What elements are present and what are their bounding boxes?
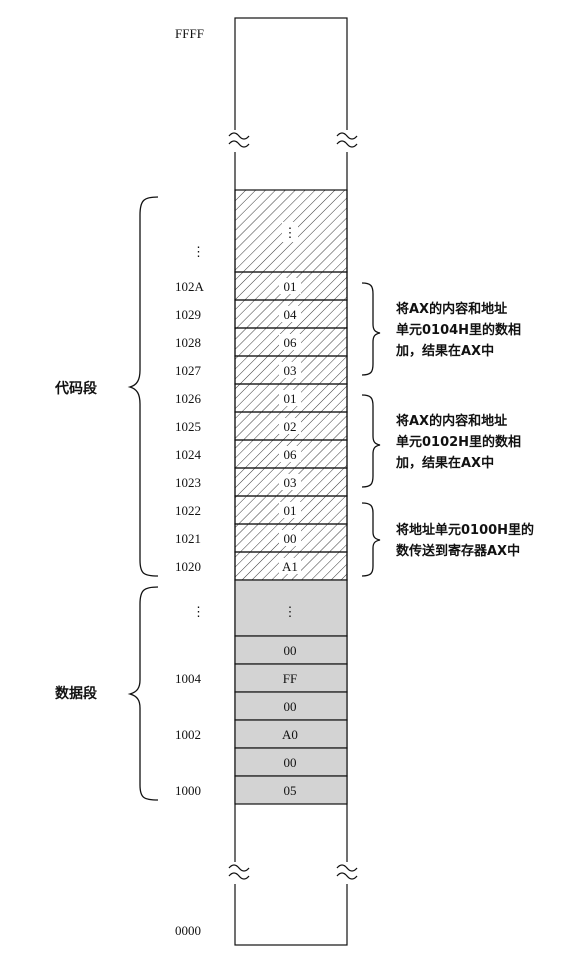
code-cell-value: 01 bbox=[284, 391, 297, 406]
data-cell bbox=[234, 719, 348, 749]
annotation-text: 加，结果在AX中 bbox=[395, 455, 494, 471]
code-cell-value: A1 bbox=[282, 559, 298, 574]
data-ellipsis-address: ⋮ bbox=[192, 604, 205, 619]
code-cell-label-bg bbox=[279, 474, 301, 490]
code-cell-value: 01 bbox=[284, 503, 297, 518]
code-cell-address: 1026 bbox=[175, 391, 202, 406]
annotation-text: 单元0104H里的数相 bbox=[396, 322, 521, 338]
code-cell-label-bg bbox=[279, 418, 301, 434]
code-cell-label-bg bbox=[279, 278, 301, 294]
data-cell-value: 00 bbox=[284, 755, 297, 770]
data-segment-brace bbox=[127, 586, 159, 801]
code-cell-value: 06 bbox=[284, 447, 298, 462]
code-segment-block: ⋮ ⋮ 01 102A 04 1029 06 1028 03 1027 01 1026 02 1025… bbox=[175, 189, 348, 581]
code-cell-address: 1022 bbox=[175, 503, 201, 518]
code-cell-address: 1024 bbox=[175, 447, 202, 462]
data-ellipsis-cell-text: ⋮ bbox=[284, 604, 297, 619]
annotation-text: 加，结果在AX中 bbox=[395, 343, 494, 359]
data-cell-address: 1000 bbox=[175, 783, 201, 798]
break-mark-bottom bbox=[222, 862, 358, 884]
code-cell-address: 1021 bbox=[175, 531, 201, 546]
code-cell-value: 02 bbox=[284, 419, 297, 434]
code-cell-address: 1027 bbox=[175, 363, 202, 378]
code-cell-label-bg bbox=[279, 390, 301, 406]
data-cell-value: A0 bbox=[282, 727, 298, 742]
code-cell-value: 04 bbox=[284, 307, 298, 322]
data-cell-value: FF bbox=[283, 671, 297, 686]
break-mark-top bbox=[222, 130, 358, 152]
code-cell-label-bg bbox=[279, 362, 301, 378]
data-cell bbox=[234, 635, 348, 665]
annotation-text: 将AX的内容和地址 bbox=[396, 301, 507, 317]
data-cell-value: 00 bbox=[284, 643, 297, 658]
annotation-brace-3 bbox=[361, 502, 381, 577]
code-cell-address: 1029 bbox=[175, 307, 201, 322]
code-cell-address: 102A bbox=[175, 279, 205, 294]
annotation-text: 将地址单元0100H里的 bbox=[396, 522, 534, 538]
data-cell-value: 00 bbox=[284, 699, 297, 714]
annotation-text: 单元0102H里的数相 bbox=[396, 434, 521, 450]
code-cell-value: 03 bbox=[284, 363, 297, 378]
data-ellipsis-cell bbox=[234, 579, 348, 637]
code-cell-address: 1028 bbox=[175, 335, 201, 350]
data-cell-value: 05 bbox=[284, 783, 297, 798]
code-cell-label-bg bbox=[279, 558, 301, 574]
annotation-text: 数传送到寄存器AX中 bbox=[396, 543, 520, 559]
code-cell-label-bg bbox=[279, 530, 301, 546]
annotation-text: 将AX的内容和地址 bbox=[396, 413, 507, 429]
annotation-brace-1 bbox=[361, 282, 381, 376]
code-cell-label-bg bbox=[279, 446, 301, 462]
data-cell bbox=[234, 663, 348, 693]
data-cell-address: 1002 bbox=[175, 727, 201, 742]
code-cell-label-bg bbox=[279, 306, 301, 322]
code-segment-brace bbox=[127, 196, 159, 577]
code-cell-label-bg bbox=[279, 502, 301, 518]
code-cell-value: 06 bbox=[284, 335, 298, 350]
code-cell-address: 1025 bbox=[175, 419, 201, 434]
annotation-brace-2 bbox=[361, 394, 381, 488]
code-segment-label: 代码段 bbox=[54, 380, 97, 397]
code-cell bbox=[234, 523, 348, 553]
code-cell-value: 00 bbox=[284, 531, 297, 546]
data-segment-label: 数据段 bbox=[55, 685, 97, 702]
code-cell-label-bg bbox=[279, 334, 301, 350]
address-bottom: 0000 bbox=[175, 923, 201, 938]
data-cell-address: 1004 bbox=[175, 671, 202, 686]
code-cell-address: 1023 bbox=[175, 475, 201, 490]
code-cell-value: 03 bbox=[284, 475, 297, 490]
code-ellipsis-cell-text: ⋮ bbox=[284, 225, 297, 240]
code-ellipsis-address: ⋮ bbox=[192, 244, 205, 259]
address-top: FFFF bbox=[175, 26, 204, 41]
code-cell-value: 01 bbox=[284, 279, 297, 294]
data-cell bbox=[234, 775, 348, 805]
code-cell-address: 1020 bbox=[175, 559, 201, 574]
